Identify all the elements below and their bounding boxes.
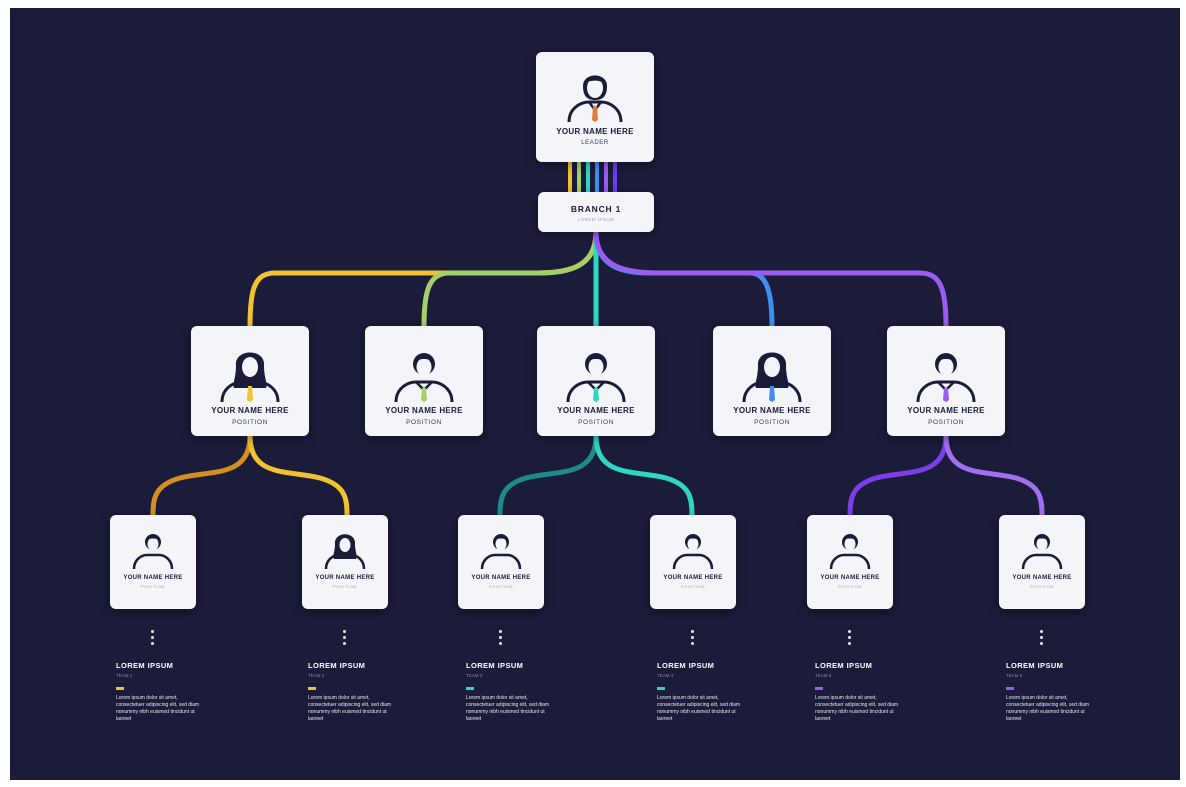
manager-card[interactable]: YOUR NAME HERE POSITION [365, 326, 483, 436]
person-male-icon [132, 534, 174, 569]
branch-card[interactable]: BRANCH 1 LOREM IPSUM [538, 192, 654, 232]
team-title: LOREM IPSUM [1006, 661, 1064, 670]
connector-manager-member-5 [847, 435, 949, 516]
connector-branch-manager-4 [593, 231, 775, 327]
member-card[interactable]: YOUR NAME HERE POSITION [807, 515, 893, 609]
ellipsis-icon [499, 630, 503, 648]
ellipsis-icon [848, 630, 852, 648]
manager-card[interactable]: YOUR NAME HERE POSITION [537, 326, 655, 436]
team-info: LOREM IPSUM TEAM 2 Lorem ipsum dolor sit… [308, 661, 398, 723]
team-color-bar [466, 687, 474, 690]
member-card[interactable]: YOUR NAME HERE POSITION [302, 515, 388, 609]
member-position: POSITION [1030, 584, 1054, 589]
team-description: Lorem ipsum dolor sit amet, consectetuer… [657, 695, 741, 722]
person-male-icon [916, 353, 976, 402]
member-card[interactable]: YOUR NAME HERE POSITION [458, 515, 544, 609]
leader-card[interactable]: YOUR NAME HERE LEADER [536, 52, 654, 162]
team-subtitle: TEAM 1 [116, 673, 133, 678]
team-color-bar [116, 687, 124, 690]
branch-subtitle: LOREM IPSUM [577, 217, 615, 222]
member-card[interactable]: YOUR NAME HERE POSITION [110, 515, 196, 609]
member-position: POSITION [681, 584, 705, 589]
person-female-icon [567, 75, 623, 122]
member-name: YOUR NAME HERE [123, 575, 183, 581]
team-info: LOREM IPSUM TEAM 3 Lorem ipsum dolor sit… [466, 661, 556, 723]
team-color-bar [815, 687, 823, 690]
person-female-icon [220, 352, 280, 402]
team-subtitle: TEAM 6 [1006, 673, 1023, 678]
manager-card[interactable]: YOUR NAME HERE POSITION [191, 326, 309, 436]
person-male-icon [672, 534, 714, 569]
member-position: POSITION [333, 584, 357, 589]
connector-branch-manager-5 [593, 231, 949, 327]
team-color-bar [1006, 687, 1014, 690]
manager-name: YOUR NAME HERE [385, 406, 463, 415]
manager-position: POSITION [232, 419, 268, 426]
manager-position: POSITION [578, 419, 614, 426]
person-male-icon [1021, 534, 1063, 569]
manager-card[interactable]: YOUR NAME HERE POSITION [887, 326, 1005, 436]
person-male-icon [394, 353, 454, 402]
team-subtitle: TEAM 3 [466, 673, 483, 678]
member-name: YOUR NAME HERE [315, 575, 375, 581]
member-name: YOUR NAME HERE [1012, 575, 1072, 581]
manager-position: POSITION [406, 419, 442, 426]
manager-position: POSITION [928, 419, 964, 426]
manager-card[interactable]: YOUR NAME HERE POSITION [713, 326, 831, 436]
team-title: LOREM IPSUM [657, 661, 715, 670]
team-info: LOREM IPSUM TEAM 1 Lorem ipsum dolor sit… [116, 661, 206, 723]
team-color-bar [657, 687, 665, 690]
connector-lines [150, 162, 1045, 516]
connector-manager-member-4 [593, 435, 695, 516]
team-info: LOREM IPSUM TEAM 4 Lorem ipsum dolor sit… [657, 661, 747, 723]
team-subtitle: TEAM 5 [815, 673, 832, 678]
manager-name: YOUR NAME HERE [733, 406, 811, 415]
team-info: LOREM IPSUM TEAM 6 Lorem ipsum dolor sit… [1006, 661, 1096, 723]
person-female-icon [742, 352, 802, 402]
member-name: YOUR NAME HERE [820, 575, 880, 581]
member-position: POSITION [838, 584, 862, 589]
team-title: LOREM IPSUM [116, 661, 174, 670]
member-card[interactable]: YOUR NAME HERE POSITION [650, 515, 736, 609]
manager-name: YOUR NAME HERE [907, 406, 985, 415]
person-female-icon [324, 534, 366, 569]
manager-position: POSITION [754, 419, 790, 426]
connector-branch-manager-2 [421, 231, 599, 327]
member-position: POSITION [141, 584, 165, 589]
ellipsis-icon [343, 630, 347, 648]
person-male-icon [480, 534, 522, 569]
team-color-bar [308, 687, 316, 690]
connector-manager-member-3 [497, 435, 599, 516]
branch-title: BRANCH 1 [570, 204, 622, 214]
team-info: LOREM IPSUM TEAM 5 Lorem ipsum dolor sit… [815, 661, 905, 723]
connector-manager-member-6 [943, 435, 1045, 516]
ellipsis-icon [151, 630, 155, 648]
member-card[interactable]: YOUR NAME HERE POSITION [999, 515, 1085, 609]
person-male-icon [566, 353, 626, 402]
ellipsis-icon [1040, 630, 1044, 648]
connector-manager-member-1 [150, 435, 253, 516]
team-description: Lorem ipsum dolor sit amet, consectetuer… [116, 695, 200, 722]
leader-name: YOUR NAME HERE [556, 127, 634, 136]
person-male-icon [829, 534, 871, 569]
manager-name: YOUR NAME HERE [211, 406, 289, 415]
team-subtitle: TEAM 2 [308, 673, 325, 678]
team-description: Lorem ipsum dolor sit amet, consectetuer… [308, 695, 392, 722]
leader-position: LEADER [581, 140, 609, 146]
member-name: YOUR NAME HERE [471, 575, 531, 581]
member-name: YOUR NAME HERE [663, 575, 723, 581]
ellipsis-icon [691, 630, 695, 648]
team-description: Lorem ipsum dolor sit amet, consectetuer… [1006, 695, 1090, 722]
connector-manager-member-2 [247, 435, 350, 516]
team-description: Lorem ipsum dolor sit amet, consectetuer… [815, 695, 899, 722]
manager-name: YOUR NAME HERE [557, 406, 635, 415]
team-title: LOREM IPSUM [466, 661, 524, 670]
team-title: LOREM IPSUM [815, 661, 873, 670]
team-description: Lorem ipsum dolor sit amet, consectetuer… [466, 695, 550, 722]
org-chart-canvas: YOUR NAME HERE LEADER BRANCH 1 LOREM IPS… [10, 8, 1180, 780]
team-subtitle: TEAM 4 [657, 673, 674, 678]
member-position: POSITION [489, 584, 513, 589]
team-title: LOREM IPSUM [308, 661, 366, 670]
